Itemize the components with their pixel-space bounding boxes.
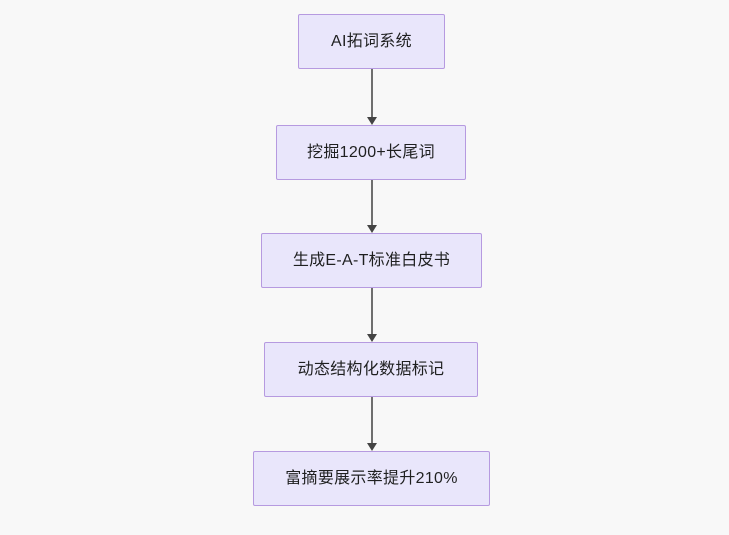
flow-node-3[interactable]: 生成E-A-T标准白皮书 [261, 233, 482, 288]
flow-node-label: 挖掘1200+长尾词 [307, 143, 435, 161]
arrowhead-icon [367, 334, 377, 342]
flow-node-label: 生成E-A-T标准白皮书 [292, 251, 451, 269]
edge-line [371, 397, 373, 443]
edge-line [371, 180, 373, 225]
arrowhead-icon [367, 443, 377, 451]
flow-node-label: 富摘要展示率提升210% [285, 469, 458, 487]
flow-node-label: 动态结构化数据标记 [297, 360, 445, 378]
flow-node-5[interactable]: 富摘要展示率提升210% [253, 451, 490, 506]
flow-node-4[interactable]: 动态结构化数据标记 [264, 342, 478, 397]
flow-node-label: AI拓词系统 [331, 32, 412, 50]
arrowhead-icon [367, 117, 377, 125]
edge-line [371, 288, 373, 334]
flow-node-1[interactable]: AI拓词系统 [298, 14, 445, 69]
edge-line [371, 69, 373, 117]
arrowhead-icon [367, 225, 377, 233]
flow-node-2[interactable]: 挖掘1200+长尾词 [276, 125, 466, 180]
